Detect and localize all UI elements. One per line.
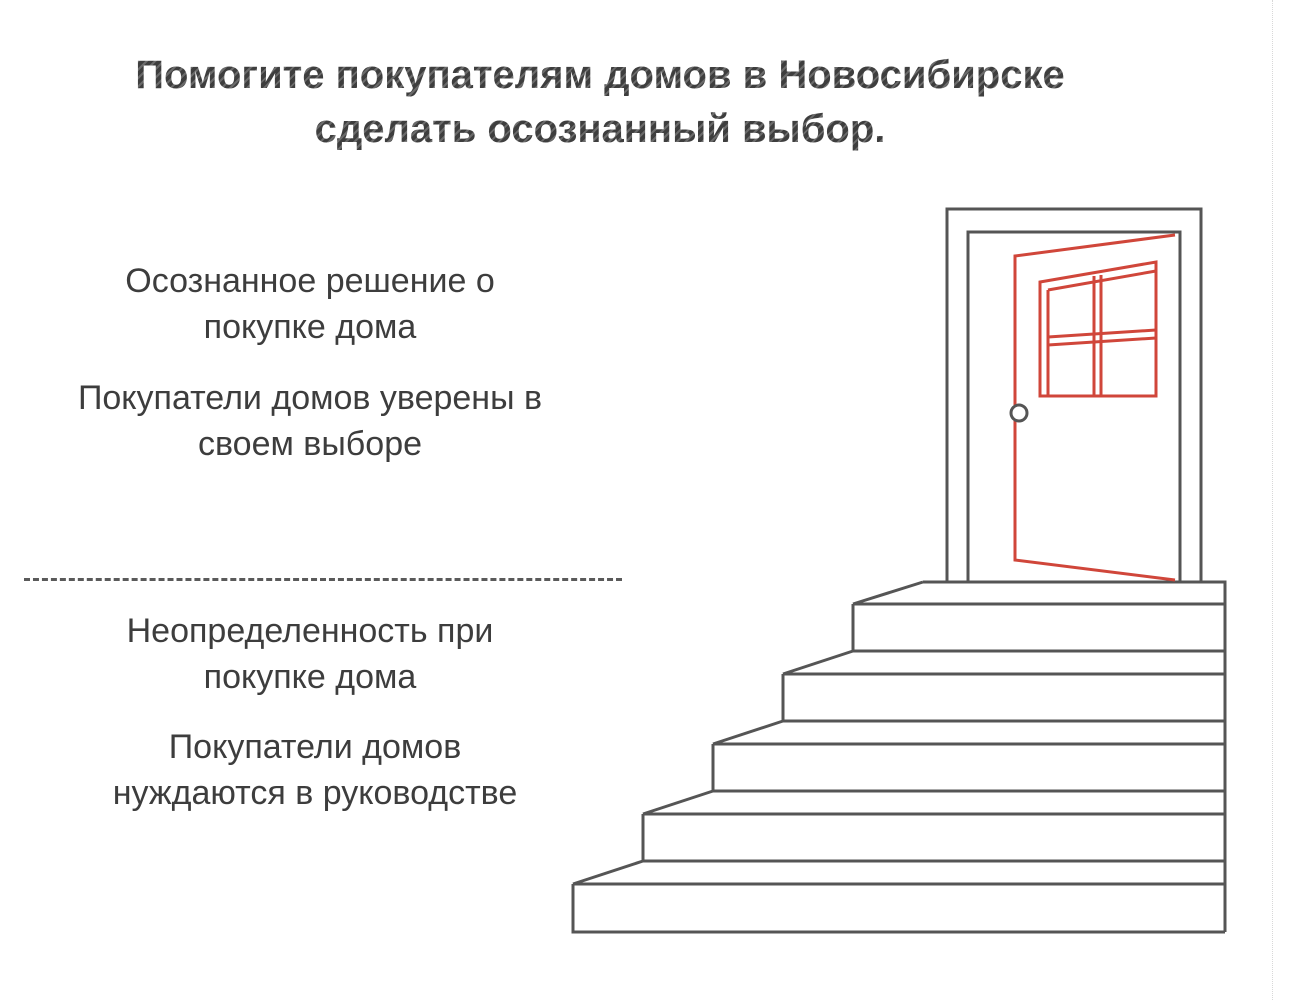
upper-description-line-2: своем выборе xyxy=(197,425,423,463)
staircase-icon xyxy=(571,207,1227,934)
step-5 xyxy=(571,882,1225,934)
step-1 xyxy=(851,602,1225,653)
step-4 xyxy=(641,812,1225,863)
lower-heading-line-2: покупке дома xyxy=(203,658,417,696)
lower-description-line-1: Покупатели домов xyxy=(168,728,462,766)
upper-description: Покупатели домов уверены в своем выборе xyxy=(30,375,590,467)
section-divider xyxy=(24,578,622,581)
door-window xyxy=(1038,260,1158,398)
lower-description: Покупатели домов нуждаются в руководстве xyxy=(30,724,600,816)
door-knob-icon xyxy=(1009,403,1029,423)
upper-heading-line-1: Осознанное решение о xyxy=(125,262,495,300)
lower-heading: Неопределенность при покупке дома xyxy=(30,608,590,700)
canvas-edge-guide xyxy=(1272,0,1273,1000)
lower-heading-line-1: Неопределенность при xyxy=(126,612,494,650)
step-2 xyxy=(781,672,1225,723)
lower-description-line-2: нуждаются в руководстве xyxy=(112,774,518,812)
step-3 xyxy=(711,742,1225,793)
upper-heading-line-2: покупке дома xyxy=(203,308,417,346)
upper-description-line-1: Покупатели домов уверены в xyxy=(77,379,543,417)
door-outer-frame xyxy=(945,207,1203,582)
upper-heading: Осознанное решение о покупке дома xyxy=(30,258,590,350)
door-inner-frame xyxy=(966,230,1182,582)
open-door-icon xyxy=(1013,233,1176,582)
